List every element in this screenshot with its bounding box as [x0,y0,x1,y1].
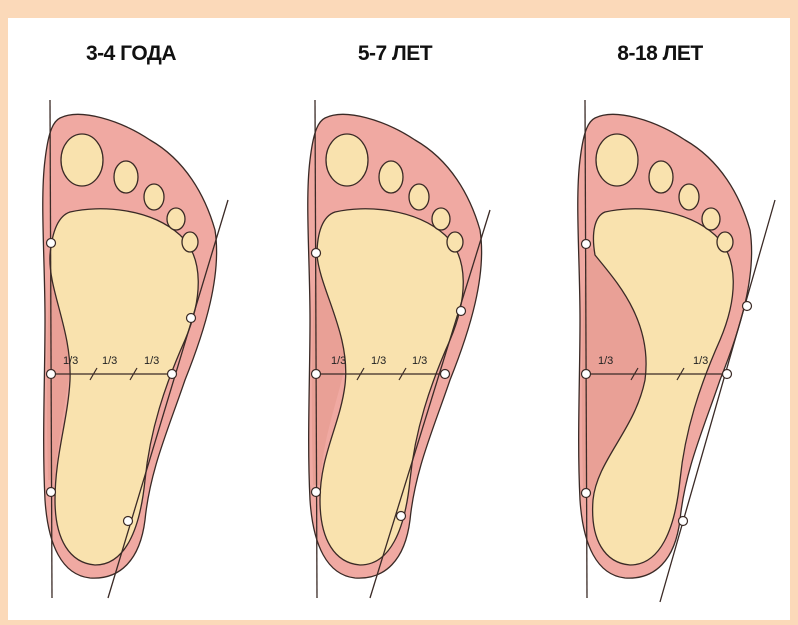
ratio-label: 1/3 [371,355,386,367]
ratio-label: 1/3 [693,355,708,367]
ratio-label: 1/3 [102,355,117,367]
foot-5-7: 1/3 1/3 1/3 [308,100,490,598]
ratio-label: 1/3 [598,355,613,367]
foot-8-18: 1/3 1/3 [578,100,775,602]
ratio-label: 1/3 [412,355,427,367]
ratio-label: 1/3 [63,355,78,367]
foot-3-4: 1/3 1/3 1/3 [43,100,228,598]
ratio-label: 1/3 [331,355,346,367]
ratio-label: 1/3 [144,355,159,367]
